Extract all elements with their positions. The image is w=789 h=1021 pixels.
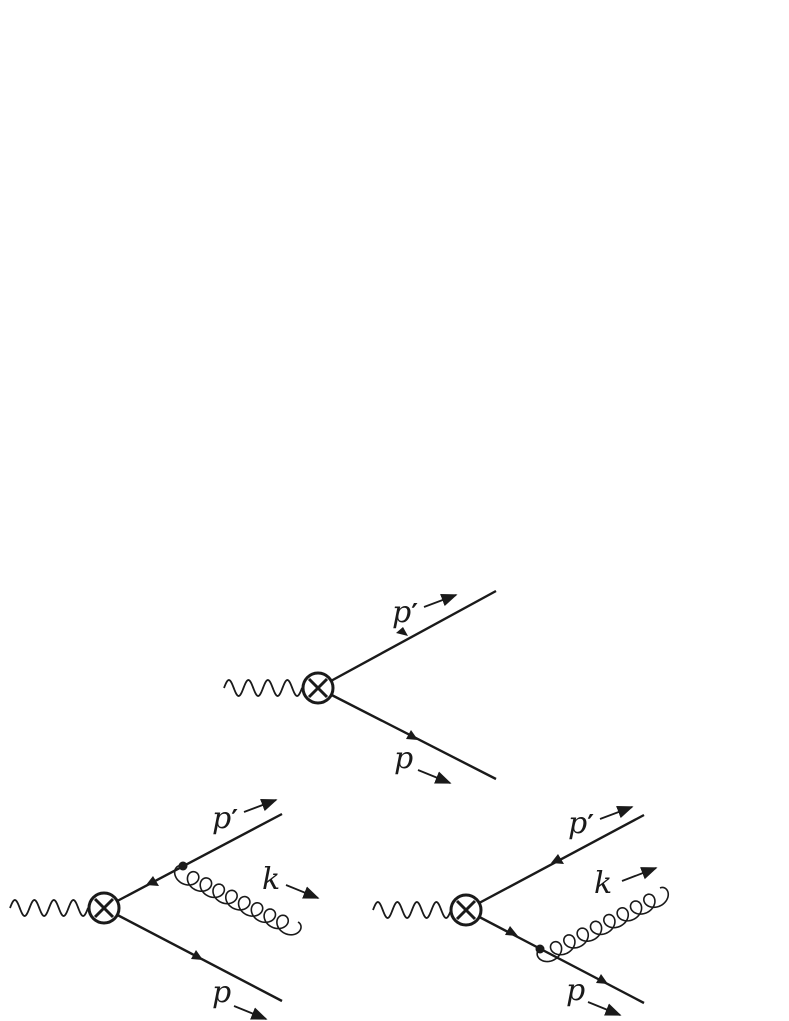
label-p-prime: p′: [212, 801, 238, 836]
quark-line-arrow: [406, 730, 418, 740]
label-k: k: [262, 862, 280, 897]
label-k: k: [594, 866, 612, 901]
quark-line-arrow-2: [596, 974, 608, 984]
quark-line-arrow: [191, 950, 203, 960]
label-p-prime: p′: [392, 595, 418, 630]
antiquark-line-arrow: [551, 854, 564, 864]
dot-vertex-icon: [178, 861, 188, 871]
momentum-arrow-p-prime: [599, 806, 634, 820]
quark-line: [465, 908, 645, 1005]
diagram-gluon-from-quark: p′ k p: [372, 806, 670, 1016]
quark-line: [317, 686, 497, 781]
momentum-arrow-p-prime: [423, 594, 458, 608]
label-p: p: [394, 741, 413, 776]
photon-line: [223, 679, 303, 697]
current-vertex: [449, 893, 483, 927]
diagram-tree-level: p′ p: [223, 589, 497, 784]
dot-vertex-icon: [535, 944, 545, 954]
diagram-gluon-from-antiquark: p′ k p: [9, 799, 320, 1020]
gluon-line: [536, 886, 670, 963]
antiquark-line: [317, 589, 497, 690]
antiquark-line: [103, 812, 283, 910]
quark-line-arrow: [505, 926, 518, 936]
label-p-prime: p′: [568, 806, 594, 841]
momentum-arrow-p-prime: [243, 799, 278, 813]
antiquark-line-arrow: [146, 876, 159, 886]
momentum-arrow-p: [417, 769, 452, 784]
label-p: p: [566, 973, 585, 1008]
current-vertex: [301, 671, 335, 705]
momentum-arrow-k: [621, 867, 658, 882]
photon-line: [9, 899, 89, 917]
antiquark-line-arrow: [396, 627, 408, 636]
momentum-arrow-p: [587, 1001, 622, 1016]
quark-line: [103, 906, 283, 1003]
current-vertex: [87, 891, 121, 925]
photon-line: [372, 901, 452, 919]
gluon-line: [173, 864, 302, 936]
label-p: p: [212, 975, 231, 1010]
momentum-arrow-p: [233, 1005, 268, 1020]
momentum-arrow-k: [285, 884, 320, 899]
